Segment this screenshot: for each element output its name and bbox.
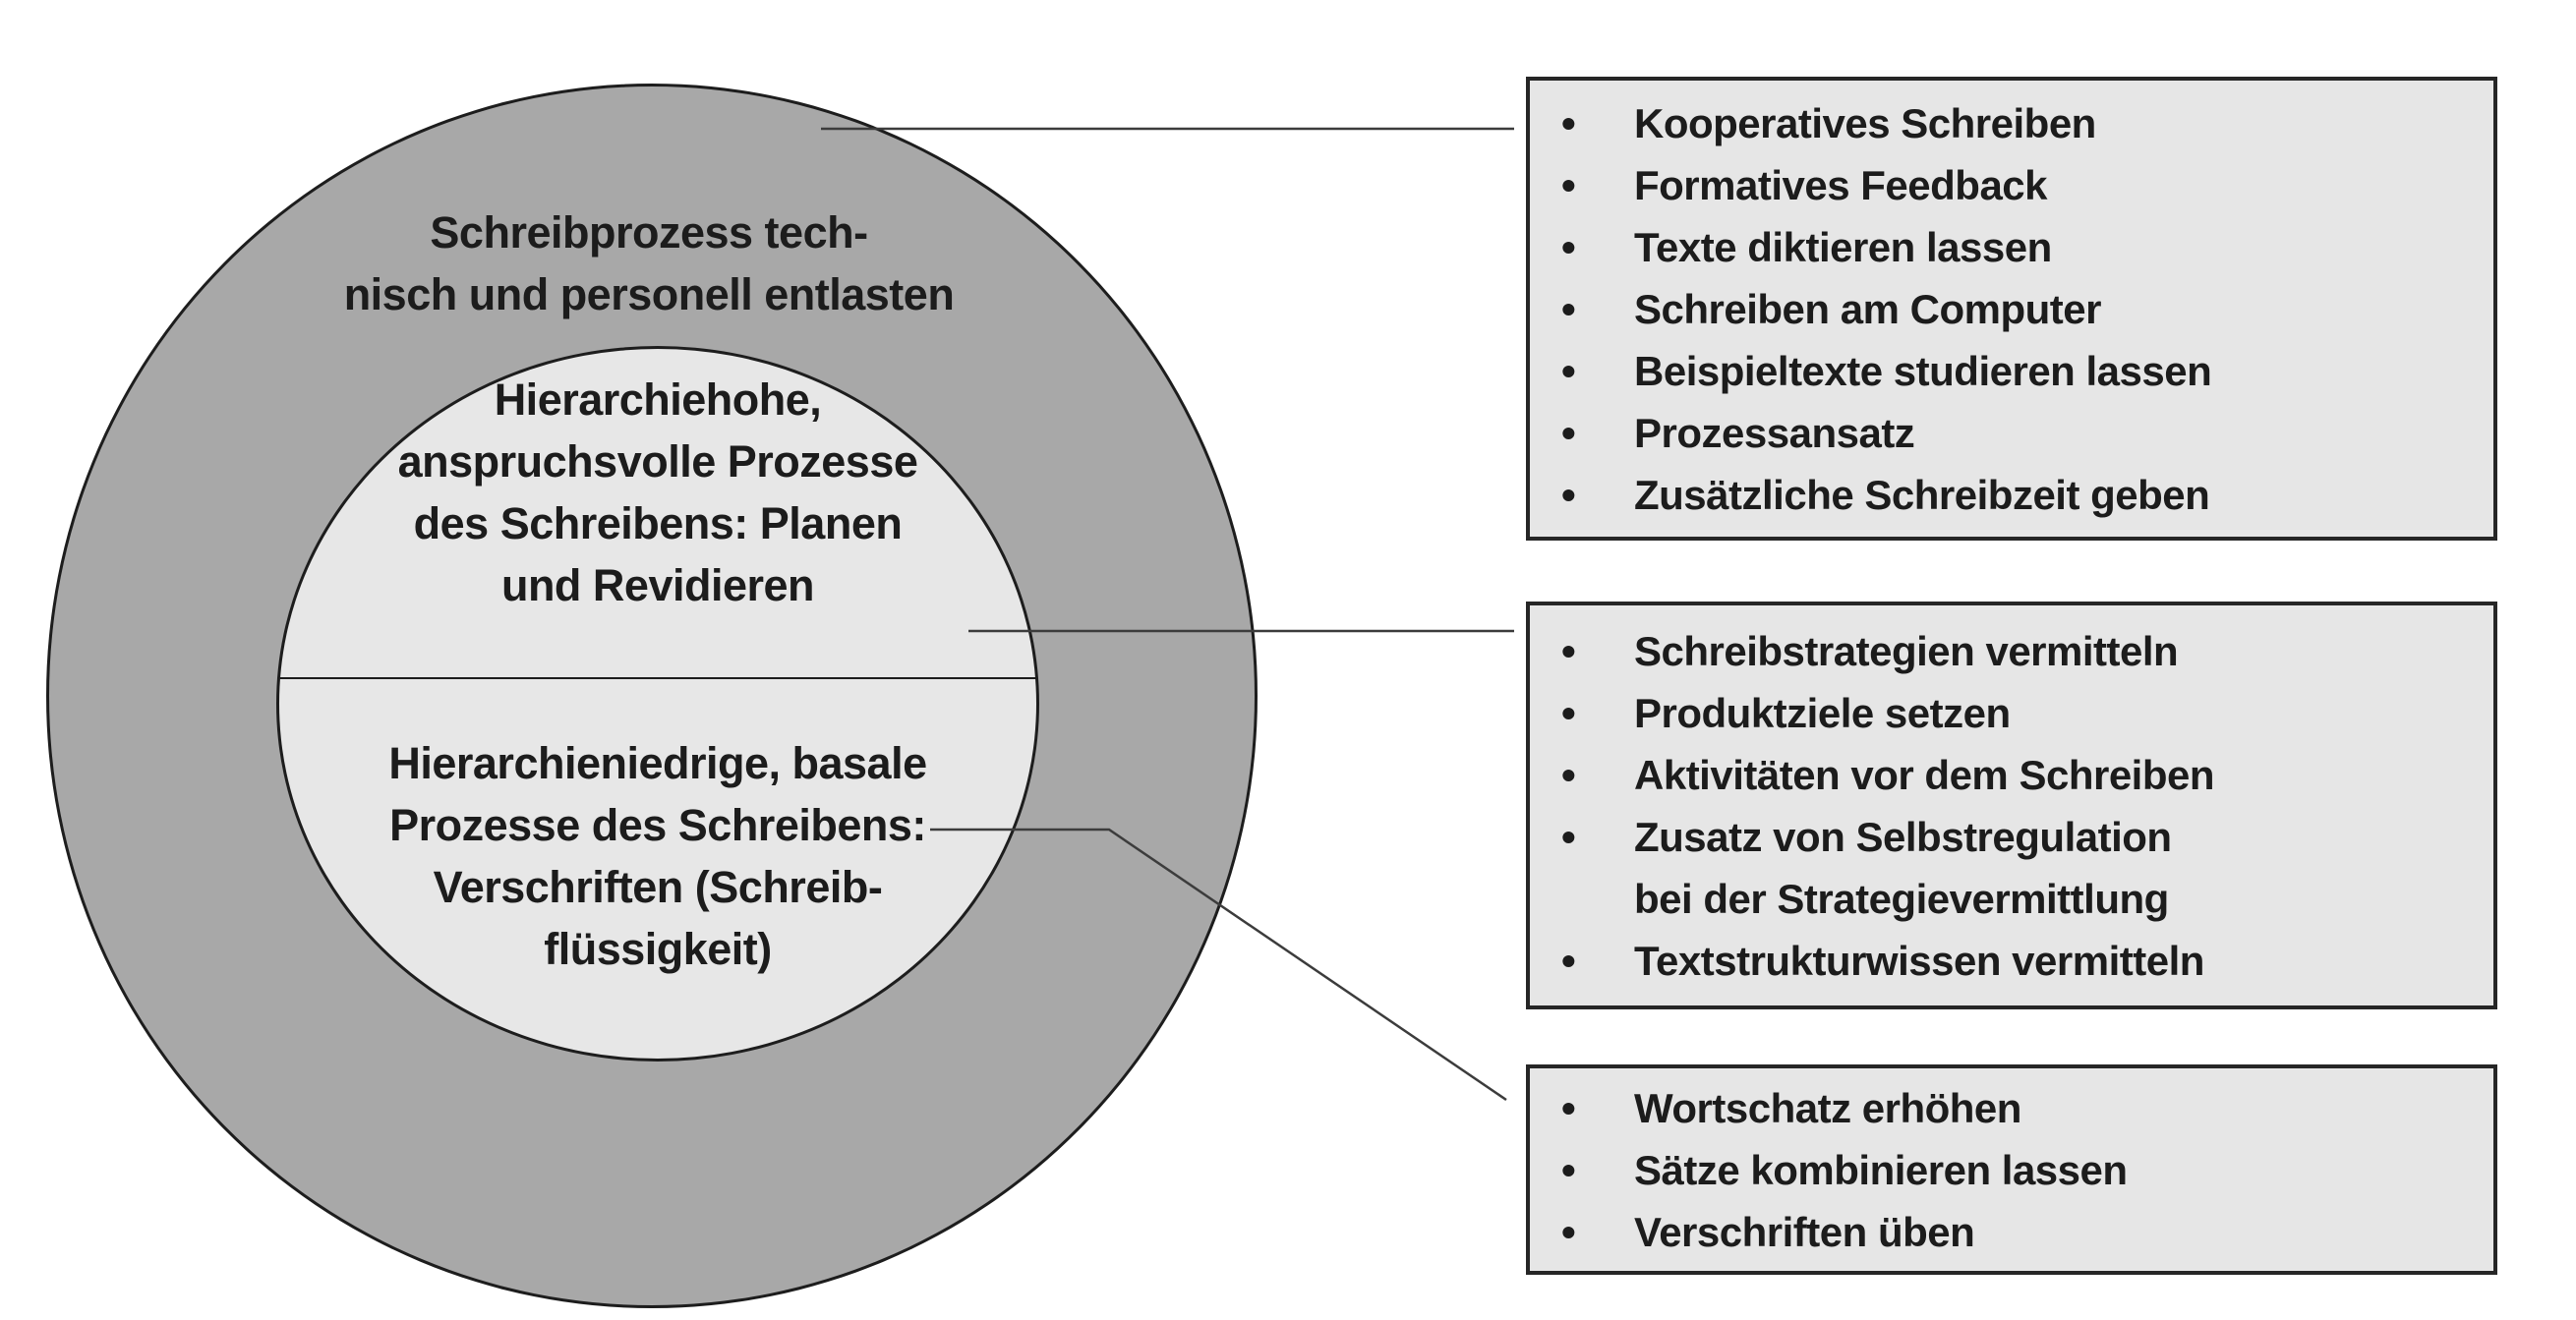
bullet-icon: • bbox=[1561, 409, 1576, 456]
list-item-text: Sätze kombinieren lassen bbox=[1634, 1146, 2128, 1193]
list-item: • Schreibstrategien vermitteln bbox=[1530, 620, 2493, 682]
list-item-text: Kooperatives Schreiben bbox=[1634, 99, 2096, 146]
inner-top-label-line: anspruchsvolle Prozesse bbox=[397, 436, 918, 487]
outer-label-line: nisch und personell entlasten bbox=[343, 269, 955, 319]
list-item-text: Prozessansatz bbox=[1634, 409, 1915, 456]
inner-bottom-label-line: Prozesse des Schreibens: bbox=[389, 800, 926, 850]
list-item: • Produktziele setzen bbox=[1530, 682, 2493, 744]
list-item: • Zusätzliche Schreibzeit geben bbox=[1530, 464, 2493, 526]
list-item-text-line: Zusatz von Selbstregulation bbox=[1634, 813, 2172, 860]
bullet-icon: • bbox=[1561, 1084, 1576, 1131]
bullet-box-verschriften: • Wortschatz erhöhen • Sätze kombinieren… bbox=[1526, 1064, 2497, 1275]
list-item-text: Texte diktieren lassen bbox=[1634, 223, 2052, 270]
bullet-icon: • bbox=[1561, 689, 1576, 736]
list-item-text: Textstrukturwissen vermitteln bbox=[1634, 937, 2204, 984]
list-item: • Beispieltexte studieren lassen bbox=[1530, 340, 2493, 402]
bullet-icon: • bbox=[1561, 627, 1576, 674]
bullet-icon: • bbox=[1561, 1146, 1576, 1193]
list-item-text: Verschriften üben bbox=[1634, 1208, 1975, 1255]
bullet-icon: • bbox=[1561, 751, 1576, 798]
list-item-text: Formatives Feedback bbox=[1634, 161, 2048, 208]
list-item: • Wortschatz erhöhen bbox=[1530, 1077, 2493, 1139]
outer-label-line: Schreibprozess tech- bbox=[430, 207, 868, 258]
list-item: • Sätze kombinieren lassen bbox=[1530, 1139, 2493, 1201]
list-item-text: Produktziele setzen bbox=[1634, 689, 2011, 736]
list-item-text: Aktivitäten vor dem Schreiben bbox=[1634, 751, 2215, 798]
bullet-box-planen-revidieren: • Schreibstrategien vermitteln • Produkt… bbox=[1526, 602, 2497, 1009]
bullet-icon: • bbox=[1561, 1208, 1576, 1255]
list-item-text: Beispieltexte studieren lassen bbox=[1634, 347, 2212, 394]
bullet-icon: • bbox=[1561, 937, 1576, 984]
inner-top-label-line: des Schreibens: Planen bbox=[413, 498, 903, 548]
bullet-icon: • bbox=[1561, 285, 1576, 332]
list-item: • Aktivitäten vor dem Schreiben bbox=[1530, 744, 2493, 806]
bullet-icon: • bbox=[1561, 471, 1576, 518]
list-item: • Zusatz von Selbstregulation bei der St… bbox=[1530, 806, 2493, 930]
inner-bottom-label-line: Hierarchieniedrige, basale bbox=[388, 738, 927, 788]
bullet-icon: • bbox=[1561, 813, 1576, 860]
list-item-text: Schreiben am Computer bbox=[1634, 285, 2101, 332]
list-item: • Kooperatives Schreiben bbox=[1530, 92, 2493, 154]
bullet-icon: • bbox=[1561, 161, 1576, 208]
outer-circle-label: Schreibprozess tech- nisch und personell… bbox=[59, 201, 1239, 325]
list-item: • Textstrukturwissen vermitteln bbox=[1530, 930, 2493, 992]
list-item: • Texte diktieren lassen bbox=[1530, 216, 2493, 278]
inner-circle bbox=[276, 346, 1039, 1062]
list-item-text: Schreibstrategien vermitteln bbox=[1634, 627, 2179, 674]
inner-circle-divider bbox=[278, 677, 1037, 679]
list-item-text-line: bei der Strategievermittlung bbox=[1634, 875, 2169, 922]
bullet-icon: • bbox=[1561, 347, 1576, 394]
inner-bottom-label-line: Verschriften (Schreib- bbox=[433, 862, 883, 912]
bullet-icon: • bbox=[1561, 99, 1576, 146]
list-item-text: Wortschatz erhöhen bbox=[1634, 1084, 2021, 1131]
inner-bottom-label: Hierarchieniedrige, basale Prozesse des … bbox=[276, 732, 1039, 980]
list-item: • Verschriften üben bbox=[1530, 1201, 2493, 1263]
bullet-box-entlastung: • Kooperatives Schreiben • Formatives Fe… bbox=[1526, 77, 2497, 541]
list-item: • Schreiben am Computer bbox=[1530, 278, 2493, 340]
list-item: • Prozessansatz bbox=[1530, 402, 2493, 464]
list-item-text: Zusatz von Selbstregulation bei der Stra… bbox=[1634, 806, 2172, 930]
list-item-text: Zusätzliche Schreibzeit geben bbox=[1634, 471, 2210, 518]
inner-top-label: Hierarchiehohe, anspruchsvolle Prozesse … bbox=[276, 369, 1039, 616]
inner-top-label-line: Hierarchiehohe, bbox=[494, 374, 822, 425]
list-item: • Formatives Feedback bbox=[1530, 154, 2493, 216]
inner-bottom-label-line: flüssigkeit) bbox=[544, 924, 772, 974]
bullet-icon: • bbox=[1561, 223, 1576, 270]
inner-top-label-line: und Revidieren bbox=[500, 560, 815, 610]
